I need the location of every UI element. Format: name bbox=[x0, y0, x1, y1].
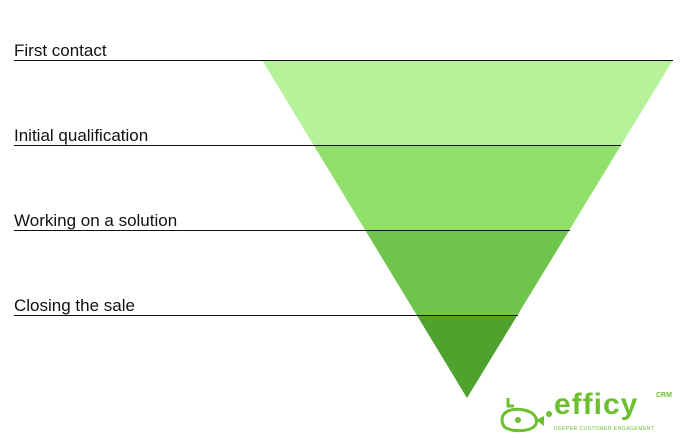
stage-label-initial-qualification: Initial qualification bbox=[14, 126, 149, 145]
stage-label-working-on-a-solution: Working on a solution bbox=[14, 211, 178, 230]
stage-line-first-contact bbox=[14, 60, 673, 61]
stage-line-closing-the-sale bbox=[14, 315, 518, 316]
stage-label-closing-the-sale: Closing the sale bbox=[14, 296, 135, 315]
logo-suffix: CRM bbox=[656, 392, 672, 399]
submarine-icon bbox=[500, 398, 552, 433]
stage-line-working-on-a-solution bbox=[14, 230, 570, 231]
stage-label-first-contact: First contact bbox=[14, 41, 107, 60]
logo-tagline: DEEPER CUSTOMER ENGAGEMENT bbox=[554, 426, 655, 432]
funnel-band-1 bbox=[262, 60, 673, 145]
funnel-band-3 bbox=[365, 230, 570, 315]
logo-brand: efficy bbox=[554, 388, 639, 421]
stage-line-initial-qualification bbox=[14, 145, 621, 146]
funnel-band-2 bbox=[313, 145, 622, 230]
efficy-logo: efficy CRM DEEPER CUSTOMER ENGAGEMENT bbox=[494, 388, 676, 434]
funnel-band-4 bbox=[416, 315, 518, 398]
